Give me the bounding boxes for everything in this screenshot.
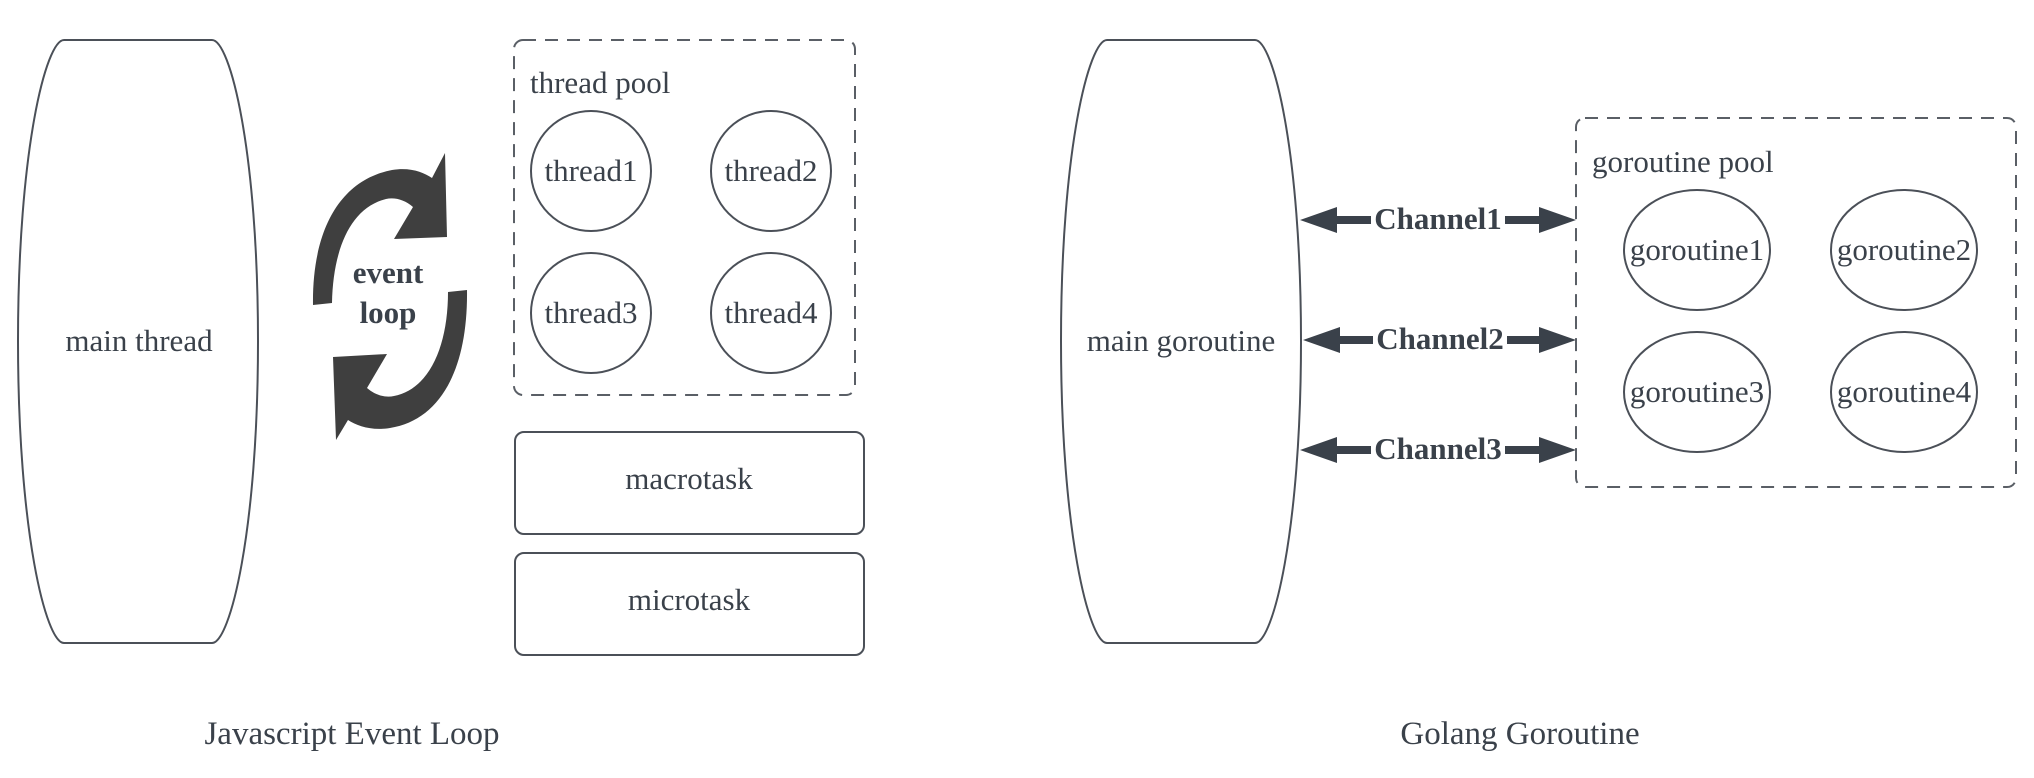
channel-connector[interactable]: Channel3: [1300, 431, 1576, 466]
goroutine-ellipse: [1830, 189, 1978, 311]
channel-label: Channel1: [1374, 201, 1501, 236]
goroutine-node[interactable]: goroutine1: [1623, 189, 1771, 311]
cycle-arrow-bottom-icon: [333, 290, 468, 440]
thread-label: thread2: [725, 153, 818, 188]
macrotask-queue[interactable]: macrotask: [514, 431, 865, 535]
microtask-box: [514, 552, 865, 656]
js-event-loop-caption: Javascript Event Loop: [204, 716, 499, 752]
main-goroutine-label: main goroutine: [1087, 323, 1276, 358]
arrowhead-right-icon: [1539, 207, 1576, 233]
js-event-loop-panel: main thread event loop thread pool threa…: [16, 39, 865, 752]
channel-label: Channel2: [1376, 321, 1503, 356]
goroutine-ellipse: [1830, 331, 1978, 453]
channel-line: [1335, 216, 1371, 224]
goroutine-node[interactable]: goroutine2: [1830, 189, 1978, 311]
main-goroutine-node[interactable]: main goroutine: [1059, 39, 1303, 644]
thread-pool-label: thread pool: [530, 65, 670, 100]
macrotask-label: macrotask: [625, 461, 753, 496]
arrowhead-left-icon: [1300, 207, 1337, 233]
thread-pool-border: [513, 39, 856, 396]
thread-circle: [530, 110, 652, 232]
microtask-queue[interactable]: microtask: [514, 552, 865, 656]
channel-connector[interactable]: Channel1: [1300, 201, 1576, 236]
main-thread-label: main thread: [65, 323, 213, 358]
thread-label: thread4: [725, 295, 818, 330]
goroutine-pool: goroutine pool goroutine1 goroutine2 gor…: [1575, 117, 2017, 488]
channel-line: [1338, 336, 1373, 344]
thread-label: thread1: [545, 153, 638, 188]
goroutine-label: goroutine1: [1630, 232, 1764, 267]
event-loop-icon: event loop: [312, 153, 468, 440]
goroutine-label: goroutine2: [1837, 232, 1971, 267]
goroutine-node[interactable]: goroutine4: [1830, 331, 1978, 453]
arrowhead-right-icon: [1539, 327, 1576, 353]
goroutine-pool-label: goroutine pool: [1592, 144, 1774, 179]
goroutine-label: goroutine4: [1837, 374, 1972, 409]
thread-circle: [530, 252, 652, 374]
thread-circle: [710, 110, 832, 232]
channel-label: Channel3: [1374, 431, 1501, 466]
golang-goroutine-caption: Golang Goroutine: [1400, 716, 1639, 752]
thread-circle: [710, 252, 832, 374]
event-loop-label-line2: loop: [360, 295, 417, 330]
goroutine-pool-border: [1575, 117, 2017, 488]
goroutine-label: goroutine3: [1630, 374, 1764, 409]
main-thread-node[interactable]: main thread: [16, 39, 260, 644]
thread-node[interactable]: thread4: [710, 252, 832, 374]
macrotask-box: [514, 431, 865, 535]
event-loop-label-line1: event: [353, 255, 424, 290]
golang-goroutine-panel: main goroutine Channel1 Channel2 Channel…: [1059, 39, 2017, 752]
channel-line: [1505, 216, 1541, 224]
channel-connector[interactable]: Channel2: [1303, 321, 1576, 356]
main-thread-shape: [16, 39, 260, 644]
arrowhead-left-icon: [1300, 437, 1337, 463]
thread-pool: thread pool thread1 thread2 thread3 thre…: [513, 39, 856, 396]
thread-node[interactable]: thread3: [530, 252, 652, 374]
goroutine-node[interactable]: goroutine3: [1623, 331, 1771, 453]
channel-line: [1505, 446, 1541, 454]
thread-node[interactable]: thread1: [530, 110, 652, 232]
main-goroutine-shape: [1059, 39, 1303, 644]
thread-node[interactable]: thread2: [710, 110, 832, 232]
thread-label: thread3: [545, 295, 638, 330]
channel-line: [1507, 336, 1541, 344]
arrowhead-left-icon: [1303, 327, 1340, 353]
goroutine-ellipse: [1623, 331, 1771, 453]
channel-line: [1335, 446, 1371, 454]
cycle-arrow-top-icon: [312, 153, 447, 305]
microtask-label: microtask: [628, 582, 751, 617]
goroutine-ellipse: [1623, 189, 1771, 311]
arrowhead-right-icon: [1539, 437, 1576, 463]
